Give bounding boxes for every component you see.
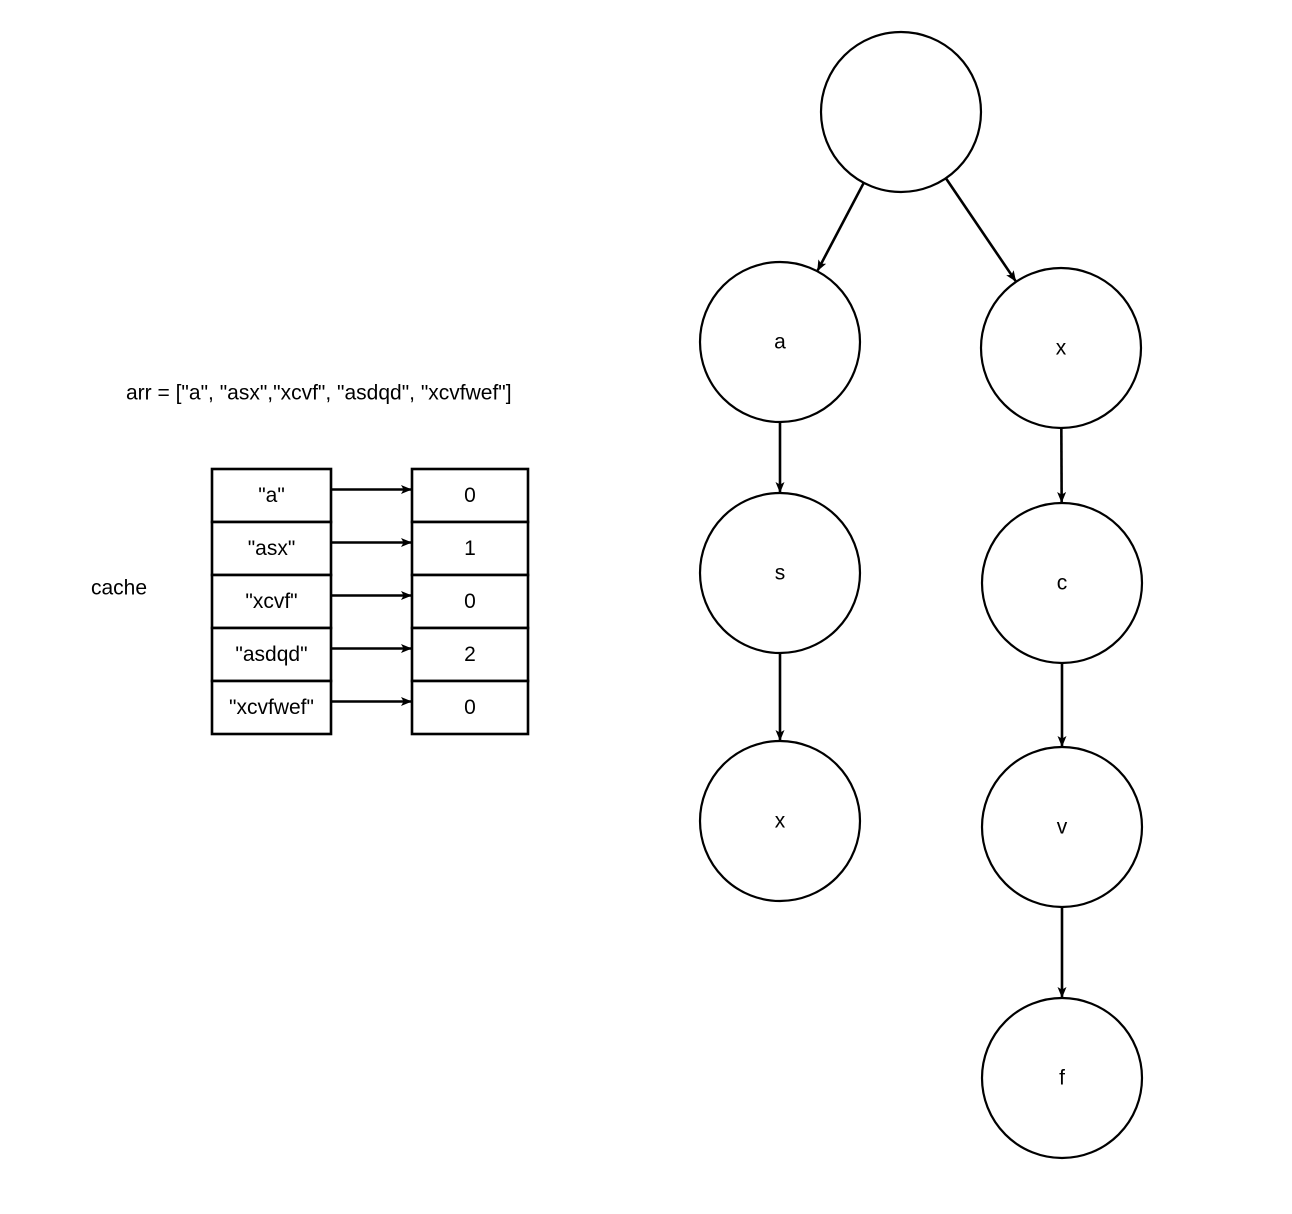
cache-table-group: "a" 0 "asx" 1 "xcvf" 0 "asdqd" 2 "xcvfwef" 0 bbox=[210, 467, 530, 736]
cache-value-cell[interactable] bbox=[410, 520, 530, 577]
tree-node-s[interactable] bbox=[698, 491, 862, 655]
cache-key-label: "asx" bbox=[248, 537, 296, 560]
tree-node-label-x2: x bbox=[775, 810, 786, 833]
cache-key-label: "xcvfwef" bbox=[229, 696, 314, 719]
array-declaration-label: arr = ["a", "asx","xcvf", "asdqd", "xcvf… bbox=[126, 382, 512, 405]
cache-value-label: 0 bbox=[464, 696, 476, 719]
tree-node-label-s: s bbox=[775, 562, 786, 585]
cache-value-cell[interactable] bbox=[410, 626, 530, 683]
tree-node-v[interactable] bbox=[980, 745, 1144, 909]
tree-edge-root-to-x1 bbox=[944, 177, 1017, 282]
cache-value-label: 1 bbox=[464, 537, 476, 560]
tree-node-label-v: v bbox=[1057, 816, 1068, 839]
cache-key-cell[interactable] bbox=[210, 573, 333, 630]
cache-value-label: 0 bbox=[464, 590, 476, 613]
tree-node-label-c: c bbox=[1057, 572, 1068, 595]
cache-key-label: "a" bbox=[258, 484, 285, 507]
cache-value-label: 2 bbox=[464, 643, 476, 666]
tree-node-label-x1: x bbox=[1056, 337, 1067, 360]
tree-edge-root-to-a bbox=[816, 182, 865, 272]
cache-value-label: 0 bbox=[464, 484, 476, 507]
cache-key-label: "asdqd" bbox=[235, 643, 307, 666]
tree-node-root[interactable] bbox=[819, 30, 983, 194]
tree-node-x1[interactable] bbox=[979, 266, 1143, 430]
tree-node-a[interactable] bbox=[698, 260, 862, 424]
cache-key-cell[interactable] bbox=[210, 520, 333, 577]
cache-value-cell[interactable] bbox=[410, 573, 530, 630]
cache-key-cell[interactable] bbox=[210, 467, 333, 524]
tree-node-group: a x s c x v f bbox=[698, 30, 1144, 1160]
tree-node-label-a: a bbox=[774, 331, 786, 354]
cache-key-label: "xcvf" bbox=[245, 590, 297, 613]
cache-label: cache bbox=[91, 577, 147, 600]
cache-key-cell[interactable] bbox=[210, 679, 333, 736]
tree-edge-group bbox=[775, 177, 1067, 998]
tree-node-label-f: f bbox=[1059, 1067, 1065, 1090]
cache-value-cell[interactable] bbox=[410, 679, 530, 736]
tree-node-c[interactable] bbox=[980, 501, 1144, 665]
tree-node-f[interactable] bbox=[980, 996, 1144, 1160]
tree-node-x2[interactable] bbox=[698, 739, 862, 903]
